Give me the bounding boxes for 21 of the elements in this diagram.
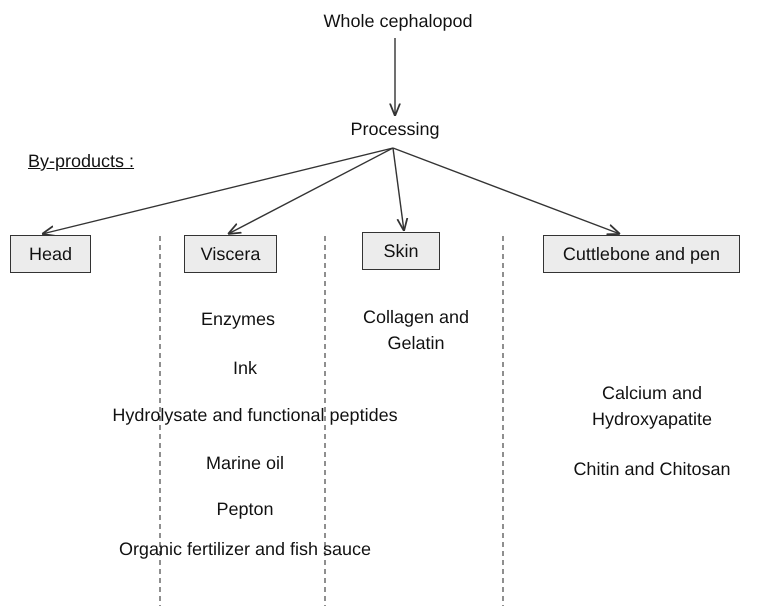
product-label: Hydrolysate and functional peptides bbox=[111, 404, 399, 427]
product-box: Skin bbox=[362, 232, 440, 270]
arrow bbox=[392, 147, 621, 236]
product-label: Collagen and Gelatin bbox=[362, 306, 470, 355]
arrow bbox=[227, 147, 394, 235]
product-label: Enzymes bbox=[200, 308, 276, 331]
arrow bbox=[41, 147, 394, 237]
product-box: Viscera bbox=[184, 235, 277, 273]
product-box: Cuttlebone and pen bbox=[543, 235, 740, 273]
arrow bbox=[389, 38, 401, 117]
arrow bbox=[392, 148, 408, 232]
section-heading: By-products : bbox=[28, 150, 136, 173]
product-label: Chitin and Chitosan bbox=[572, 458, 732, 481]
product-label: Marine oil bbox=[204, 452, 286, 475]
product-label: Calcium and Hydroxyapatite bbox=[590, 382, 714, 431]
product-box: Head bbox=[10, 235, 91, 273]
stage-text: Processing bbox=[340, 118, 450, 142]
product-label: Organic fertilizer and fish sauce bbox=[118, 538, 372, 561]
product-label: Ink bbox=[232, 357, 258, 380]
stage-text: Whole cephalopod bbox=[318, 10, 478, 34]
product-label: Pepton bbox=[215, 498, 275, 521]
